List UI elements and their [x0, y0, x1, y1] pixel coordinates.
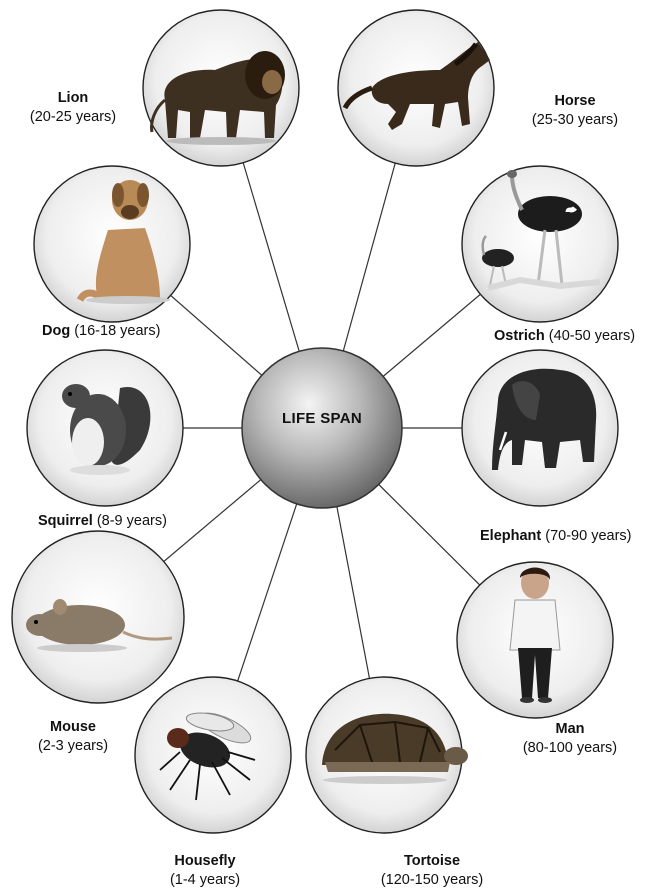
ostrich-label: Ostrich (40-50 years) [494, 327, 635, 346]
elephant-name: Elephant [480, 528, 541, 544]
mouse-span: (2-3 years) [38, 738, 108, 754]
man-name: Man [556, 721, 585, 737]
man-span: (80-100 years) [523, 740, 617, 756]
horse-span: (25-30 years) [532, 112, 618, 128]
housefly-span: (1-4 years) [170, 872, 240, 888]
mouse-label: Mouse (2-3 years) [18, 718, 128, 756]
ostrich-disc [462, 166, 618, 322]
elephant-span: (70-90 years) [545, 528, 631, 544]
ostrich-span: (40-50 years) [549, 328, 635, 344]
horse-label: Horse (25-30 years) [515, 92, 635, 130]
life-span-hub [242, 348, 402, 508]
squirrel-name: Squirrel [38, 513, 93, 529]
life-span-label: LIFE SPAN [243, 410, 401, 427]
lion-span: (20-25 years) [30, 109, 116, 125]
tortoise-name: Tortoise [404, 853, 460, 869]
lion-label: Lion (20-25 years) [15, 89, 131, 127]
horse-name: Horse [554, 93, 595, 109]
tortoise-label: Tortoise (120-150 years) [362, 852, 502, 890]
elephant-label: Elephant (70-90 years) [480, 527, 632, 546]
squirrel-label: Squirrel (8-9 years) [38, 512, 167, 531]
dog-label: Dog (16-18 years) [42, 322, 160, 341]
squirrel-span: (8-9 years) [97, 513, 167, 529]
man-label: Man (80-100 years) [510, 720, 630, 758]
housefly-name: Housefly [174, 853, 235, 869]
tortoise-span: (120-150 years) [381, 872, 483, 888]
dog-span: (16-18 years) [74, 323, 160, 339]
housefly-label: Housefly (1-4 years) [150, 852, 260, 890]
lion-name: Lion [58, 90, 89, 106]
ostrich-name: Ostrich [494, 328, 545, 344]
mouse-name: Mouse [50, 719, 96, 735]
dog-name: Dog [42, 323, 70, 339]
